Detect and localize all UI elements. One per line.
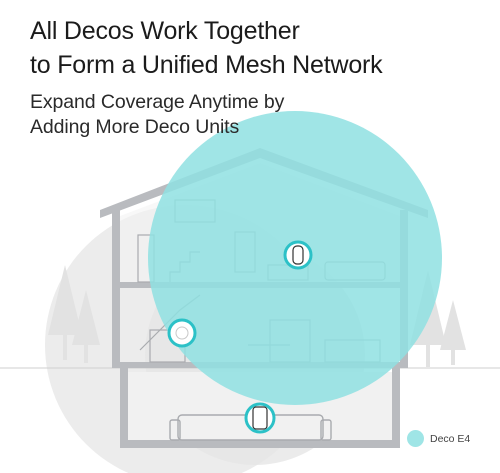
legend: Deco E4 <box>407 430 470 447</box>
deco-unit-middle <box>167 318 197 348</box>
headline-line-1: All Decos Work Together <box>30 17 300 45</box>
headline-line-2: to Form a Unified Mesh Network <box>30 51 383 79</box>
subhead-line-2: Adding More Deco Units <box>30 116 240 138</box>
subhead: Expand Coverage Anytime by Adding More D… <box>30 90 490 140</box>
legend-label: Deco E4 <box>430 432 471 445</box>
deco-unit-icon <box>175 326 189 340</box>
deco-unit-icon <box>252 406 268 430</box>
legend-swatch <box>407 430 424 447</box>
deco-unit-icon <box>292 245 304 265</box>
deco-unit-upper <box>283 240 313 270</box>
subhead-line-1: Expand Coverage Anytime by <box>30 91 285 113</box>
headline: All Decos Work Together to Form a Unifie… <box>30 14 490 82</box>
deco-unit-basement <box>244 402 276 434</box>
